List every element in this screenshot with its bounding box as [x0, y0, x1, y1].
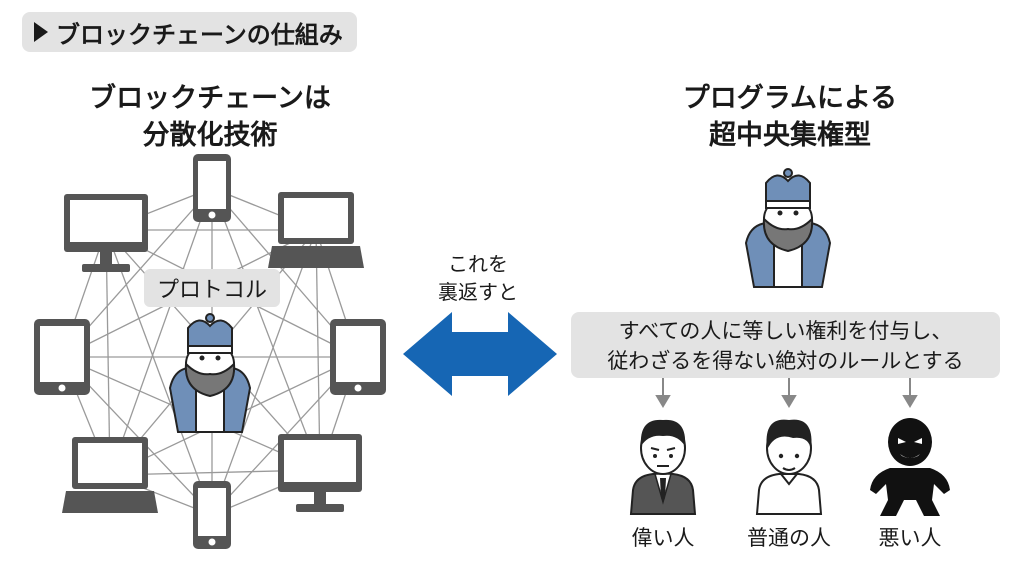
- ordinary-person-icon: [755, 419, 823, 515]
- double-arrow-icon: [403, 312, 557, 396]
- down-arrows: [655, 378, 918, 408]
- tablet-icon: [330, 319, 386, 395]
- right-title: プログラムによる 超中央集権型: [650, 80, 930, 154]
- rule-line2: 従わざるを得ない絶対のルールとする: [607, 349, 964, 373]
- king-icon: [744, 168, 832, 288]
- person-label-bad: 悪い人: [878, 526, 942, 550]
- right-title-line1: プログラムによる: [682, 83, 898, 114]
- left-title-line2: 分散化技術: [142, 120, 278, 151]
- person-label-important: 偉い人: [631, 526, 695, 550]
- person-label-ordinary: 普通の人: [747, 526, 831, 550]
- right-title-line2: 超中央集権型: [709, 120, 871, 151]
- smartphone-icon: [193, 481, 231, 549]
- rule-line1: すべての人に等しい権利を付与し、: [618, 319, 953, 343]
- bad-person-icon: [870, 418, 950, 516]
- king-icon: [168, 313, 252, 433]
- monitor-icon: [278, 434, 362, 512]
- businessman-icon: [629, 419, 697, 515]
- section-title: ブロックチェーンの仕組み: [56, 20, 343, 49]
- triangle-bullet-icon: [34, 22, 48, 42]
- protocol-label: プロトコル: [144, 269, 280, 307]
- left-title-line1: ブロックチェーンは: [89, 83, 331, 114]
- arrow-caption-line1: これを: [448, 252, 508, 276]
- monitor-icon: [64, 194, 148, 272]
- rule-box: すべての人に等しい権利を付与し、 従わざるを得ない絶対のルールとする: [571, 312, 1000, 378]
- left-title: ブロックチェーンは 分散化技術: [70, 80, 350, 154]
- section-header: ブロックチェーンの仕組み: [22, 12, 357, 52]
- laptop-icon: [62, 437, 158, 513]
- arrow-caption-line2: 裏返すと: [438, 280, 518, 304]
- smartphone-icon: [193, 154, 231, 222]
- laptop-icon: [268, 192, 364, 268]
- tablet-icon: [34, 319, 90, 395]
- arrow-caption: これを 裏返すと: [420, 250, 536, 306]
